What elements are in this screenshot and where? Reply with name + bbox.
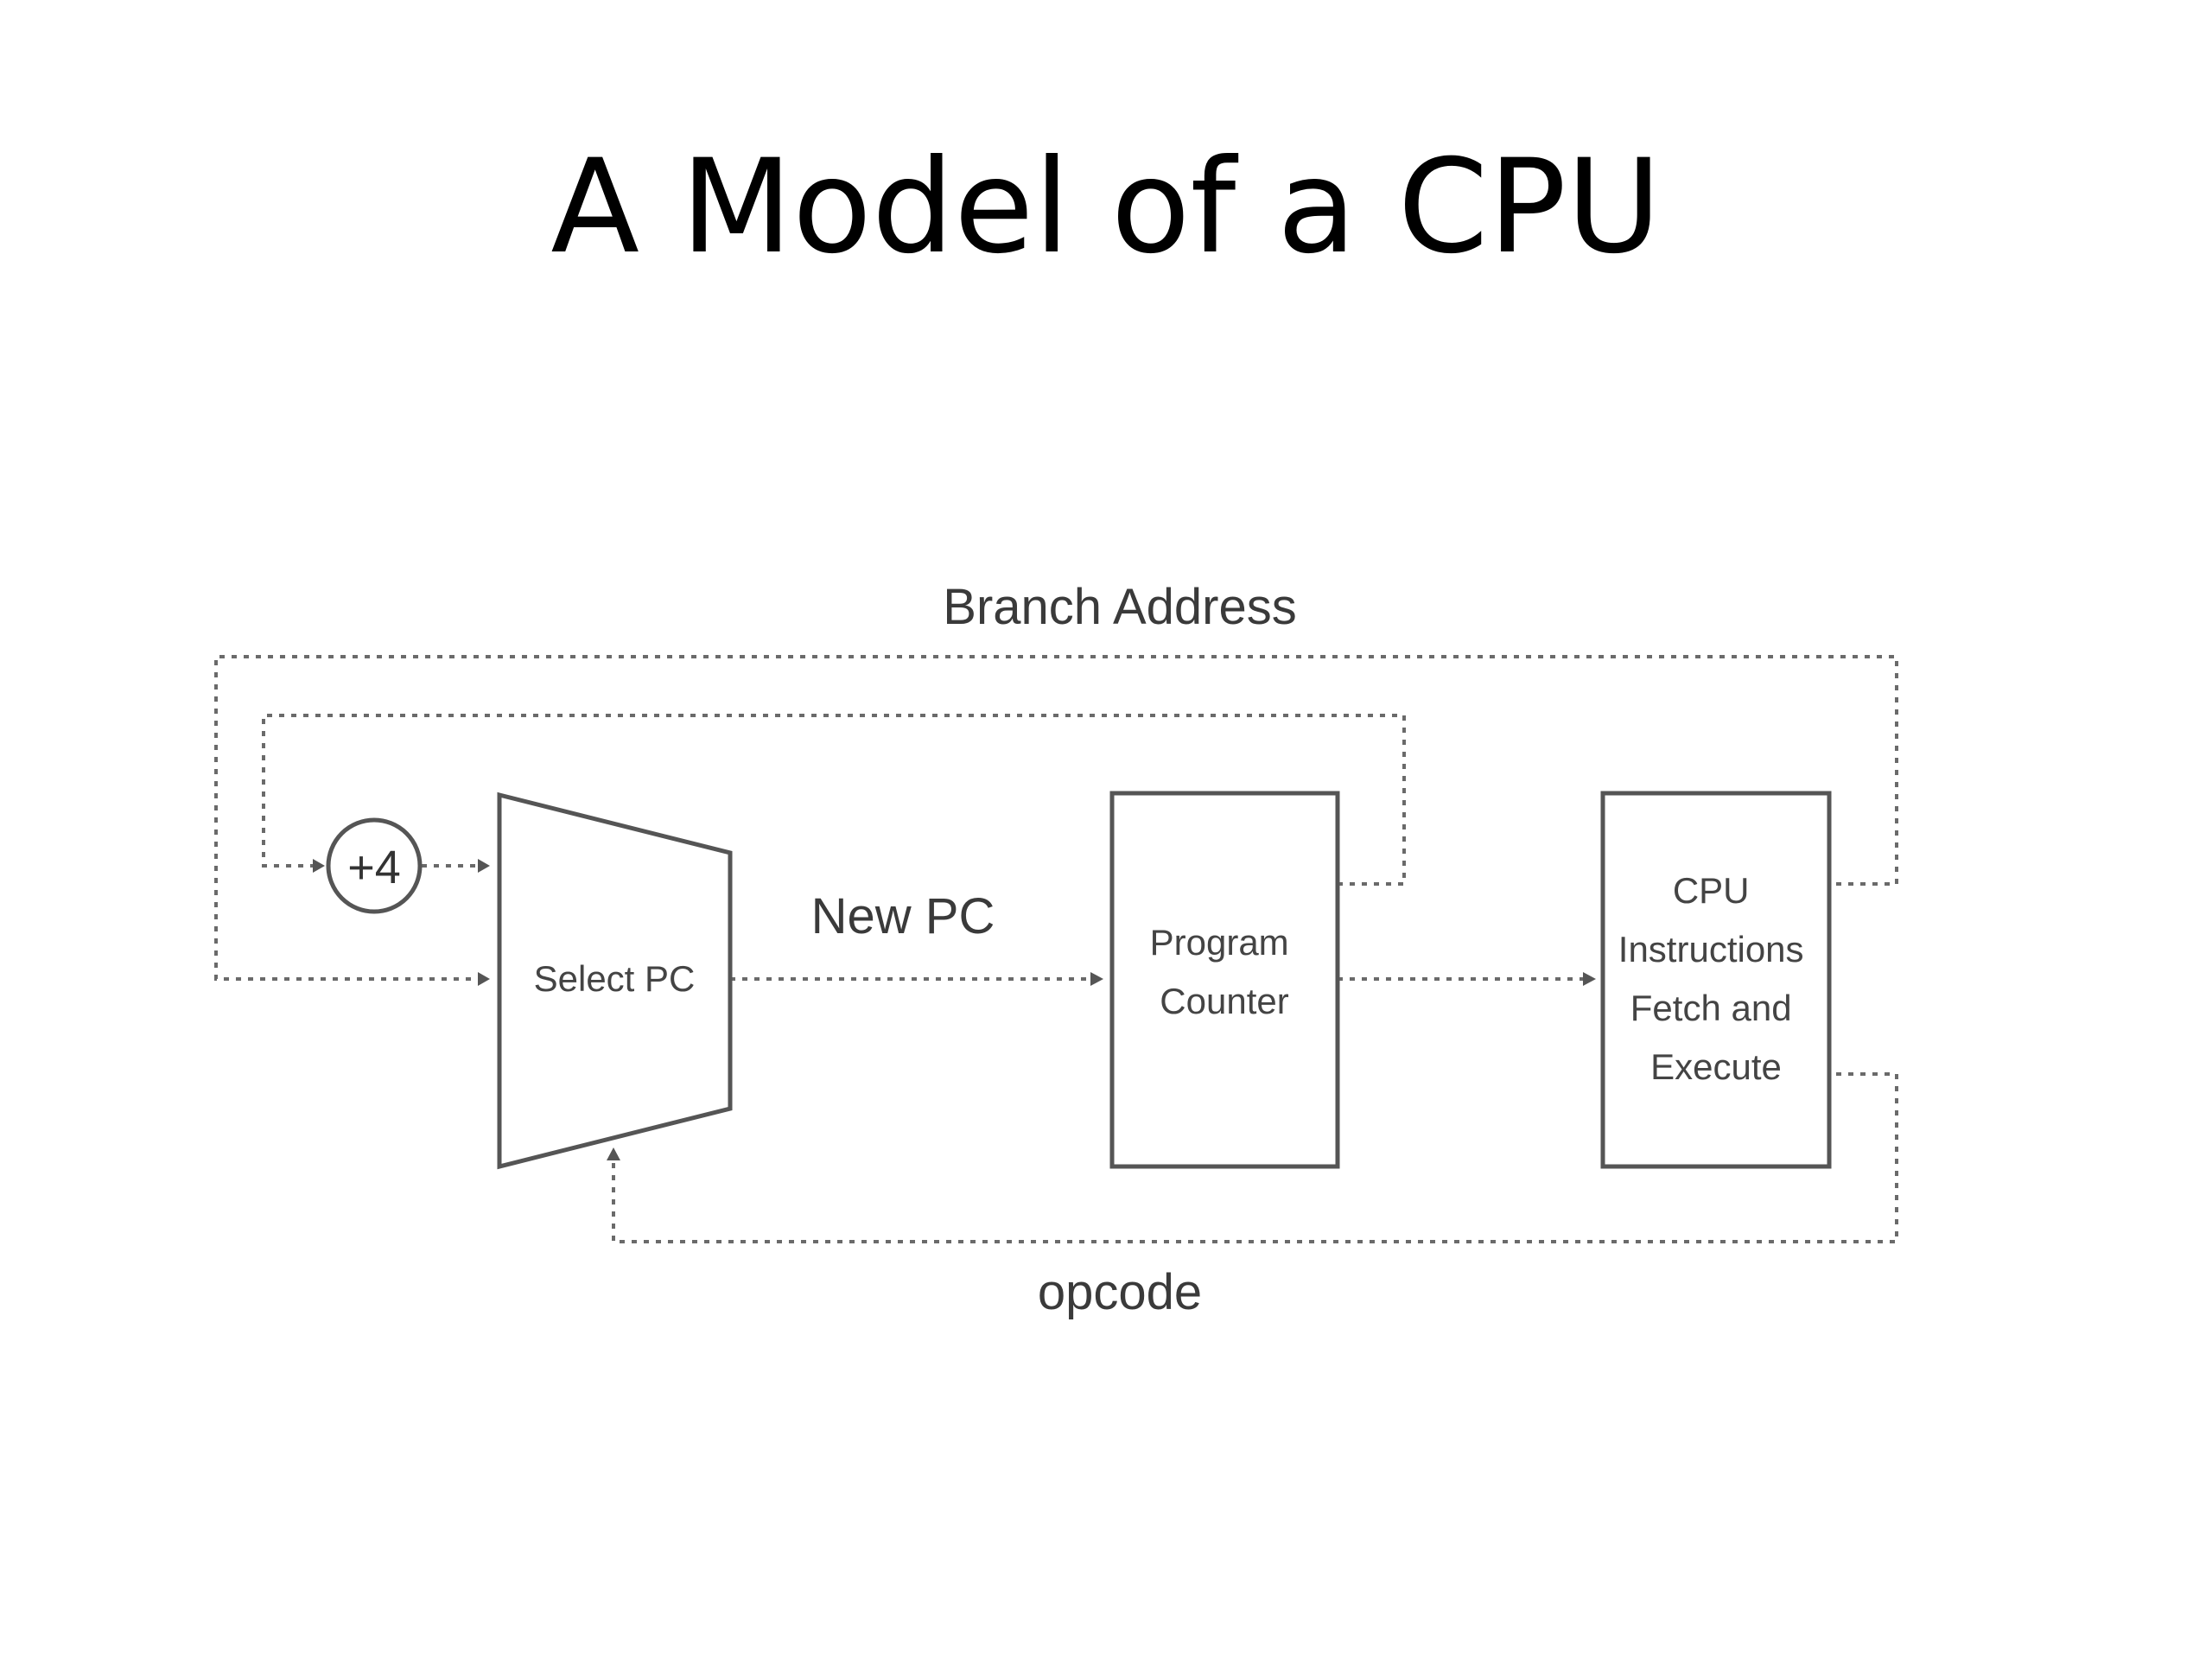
select-pc-mux bbox=[497, 791, 733, 1170]
cpu-execute-label: CPU Instructions Fetch and Execute bbox=[1618, 870, 1814, 1087]
new-pc-label: New PC bbox=[811, 888, 995, 944]
program-counter-line-1: Program bbox=[1150, 922, 1289, 963]
branch-address-label: Branch Address bbox=[943, 579, 1296, 635]
pc-to-cpu-arrowhead bbox=[1583, 972, 1596, 986]
cpu-execute-line-1: CPU bbox=[1673, 870, 1750, 911]
opcode-arrowhead bbox=[607, 1147, 620, 1160]
cpu-execute-line-2: Instructions bbox=[1618, 929, 1804, 969]
slide-title: A Model of a CPU bbox=[550, 132, 1662, 283]
program-counter-block bbox=[1109, 791, 1340, 1169]
cpu-execute-line-4: Execute bbox=[1650, 1046, 1782, 1087]
pc-increment-arrowhead bbox=[313, 859, 325, 873]
cpu-execute-block bbox=[1600, 791, 1832, 1169]
new-pc-arrowhead bbox=[1090, 972, 1103, 986]
branch-address-arrowhead bbox=[478, 972, 490, 986]
adder-output-arrowhead bbox=[478, 859, 490, 873]
opcode-label: opcode bbox=[1038, 1264, 1202, 1320]
adder-label: +4 bbox=[347, 842, 401, 893]
opcode-wire bbox=[612, 1072, 1898, 1243]
branch-address-wire bbox=[214, 655, 1898, 981]
select-pc-label: Select PC bbox=[534, 958, 696, 999]
plus-four-adder bbox=[326, 817, 423, 914]
cpu-execute-line-3: Fetch and bbox=[1630, 988, 1792, 1028]
program-counter-label: Program Counter bbox=[1150, 922, 1300, 1021]
program-counter-line-2: Counter bbox=[1160, 981, 1288, 1021]
